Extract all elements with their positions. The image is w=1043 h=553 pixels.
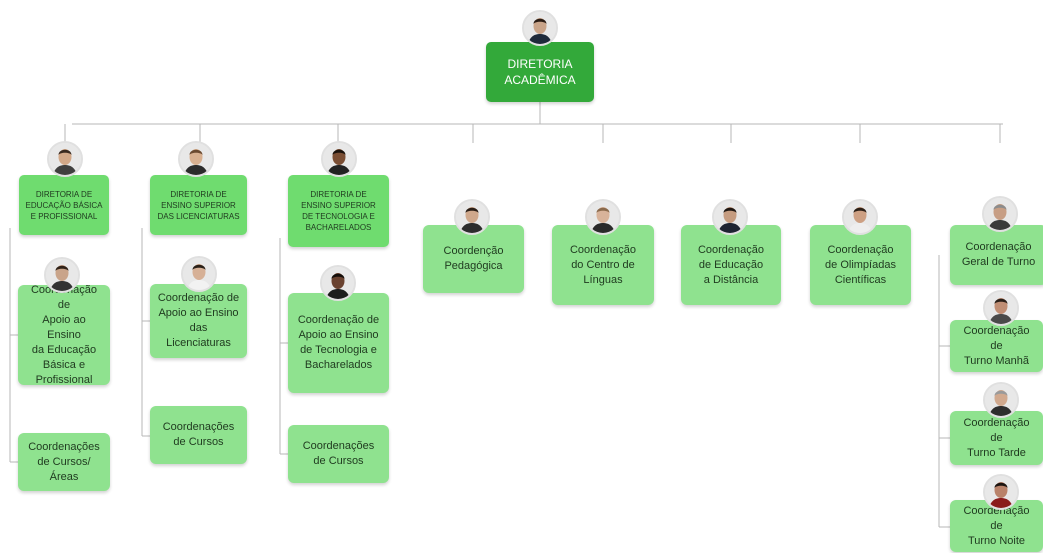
pedagogical-coordination-box: Coordenção Pedagógica bbox=[423, 225, 524, 293]
avatar bbox=[47, 141, 83, 177]
dir-basic-education-label: DIRETORIA DE EDUCAÇÃO BÁSICA E PROFISSIO… bbox=[25, 189, 103, 221]
afternoon-shift-box: Coordenação de Turno Tarde bbox=[950, 411, 1043, 465]
dir-technology-box: DIRETORIA DE ENSINO SUPERIOR DE TECNOLOG… bbox=[288, 175, 389, 247]
support-basic-education-label: Coordenação de Apoio ao Ensino da Educaç… bbox=[31, 284, 97, 386]
avatar bbox=[983, 382, 1019, 418]
dir-technology-label: DIRETORIA DE ENSINO SUPERIOR DE TECNOLOG… bbox=[301, 190, 376, 232]
dir-basic-education-box: DIRETORIA DE EDUCAÇÃO BÁSICA E PROFISSIO… bbox=[19, 175, 109, 235]
avatar bbox=[320, 265, 356, 301]
avatar bbox=[181, 256, 217, 292]
avatar bbox=[983, 290, 1019, 326]
avatar bbox=[178, 141, 214, 177]
support-basic-education-box: Coordenação de Apoio ao Ensino da Educaç… bbox=[18, 284, 110, 386]
courses-areas-box: Coordenações de Cursos/Áreas bbox=[18, 433, 110, 491]
person-avatar-icon bbox=[322, 267, 354, 299]
avatar bbox=[321, 141, 357, 177]
person-avatar-icon bbox=[587, 201, 619, 233]
olympiads-label: Coordenação de Olimpíadas Científicas bbox=[825, 243, 896, 286]
person-avatar-icon bbox=[323, 143, 355, 175]
person-avatar-icon bbox=[49, 143, 81, 175]
night-shift-label: Coordenação de Turno Noite bbox=[963, 504, 1030, 547]
courses-areas-label: Coordenações de Cursos/Áreas bbox=[28, 440, 100, 483]
pedagogical-coordination-label: Coordenção Pedagógica bbox=[443, 245, 504, 272]
general-shift-label: Coordenação Geral de Turno bbox=[961, 241, 1036, 268]
person-avatar-icon bbox=[985, 384, 1017, 416]
support-technology-label: Coordenação de Apoio ao Ensino de Tecnol… bbox=[297, 314, 380, 371]
root-box: DIRETORIA ACADÊMICA bbox=[486, 42, 594, 102]
avatar bbox=[585, 199, 621, 235]
avatar bbox=[712, 199, 748, 235]
avatar bbox=[522, 10, 558, 46]
distance-education-box: Coordenação de Educação a Distância bbox=[681, 225, 781, 305]
person-avatar-icon bbox=[844, 201, 876, 233]
avatar bbox=[982, 196, 1018, 232]
morning-shift-label: Coordenação de Turno Manhã bbox=[963, 324, 1030, 367]
licentiate-courses-box: Coordenações de Cursos bbox=[150, 406, 247, 464]
person-avatar-icon bbox=[524, 12, 556, 44]
general-shift-box: Coordenação Geral de Turno bbox=[950, 225, 1043, 285]
person-avatar-icon bbox=[180, 143, 212, 175]
person-avatar-icon bbox=[985, 476, 1017, 508]
language-center-box: Coordenação do Centro de Línguas bbox=[552, 225, 654, 305]
afternoon-shift-label: Coordenação de Turno Tarde bbox=[963, 416, 1030, 459]
person-avatar-icon bbox=[714, 201, 746, 233]
dir-licentiate-label: DIRETORIA DE ENSINO SUPERIOR DAS LICENCI… bbox=[157, 189, 240, 221]
person-avatar-icon bbox=[46, 259, 78, 291]
person-avatar-icon bbox=[985, 292, 1017, 324]
morning-shift-box: Coordenação de Turno Manhã bbox=[950, 320, 1043, 372]
support-technology-box: Coordenação de Apoio ao Ensino de Tecnol… bbox=[288, 293, 389, 393]
root-label: DIRETORIA ACADÊMICA bbox=[504, 57, 576, 87]
distance-education-label: Coordenação de Educação a Distância bbox=[697, 243, 765, 286]
support-licentiate-box: Coordenação de Apoio ao Ensino das Licen… bbox=[150, 284, 247, 358]
person-avatar-icon bbox=[183, 258, 215, 290]
dir-licentiate-box: DIRETORIA DE ENSINO SUPERIOR DAS LICENCI… bbox=[150, 175, 247, 235]
language-center-label: Coordenação do Centro de Línguas bbox=[569, 243, 637, 286]
support-licentiate-label: Coordenação de Apoio ao Ensino das Licen… bbox=[157, 292, 240, 349]
person-avatar-icon bbox=[984, 198, 1016, 230]
avatar bbox=[842, 199, 878, 235]
avatar bbox=[983, 474, 1019, 510]
avatar bbox=[44, 257, 80, 293]
technology-courses-box: Coordenações de Cursos bbox=[288, 425, 389, 483]
avatar bbox=[454, 199, 490, 235]
person-avatar-icon bbox=[456, 201, 488, 233]
licentiate-courses-label: Coordenações de Cursos bbox=[162, 421, 235, 448]
olympiads-box: Coordenação de Olimpíadas Científicas bbox=[810, 225, 911, 305]
technology-courses-label: Coordenações de Cursos bbox=[302, 440, 375, 467]
